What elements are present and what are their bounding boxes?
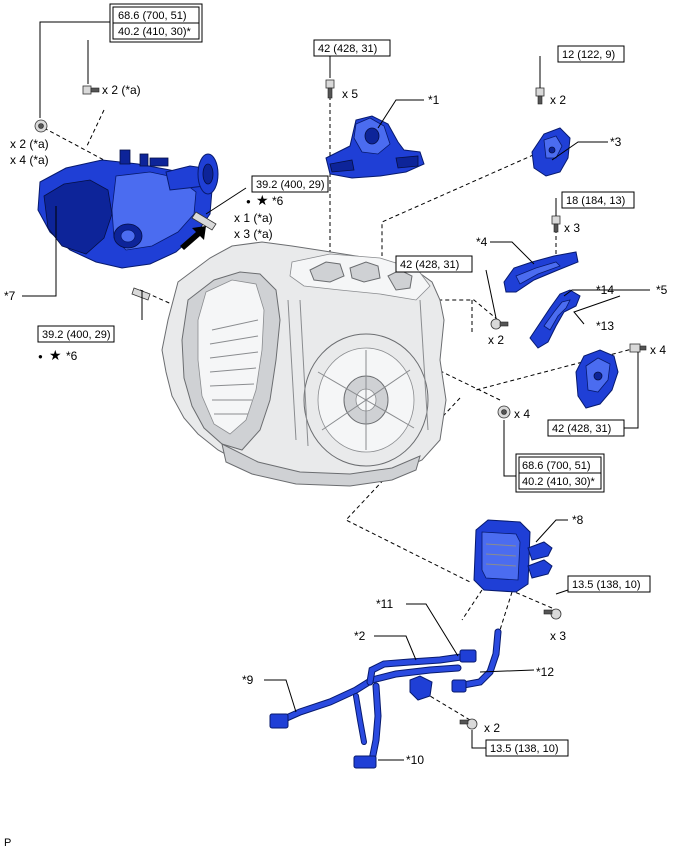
torque-box-13-5-right: 13.5 (138, 10)	[567, 575, 651, 593]
torque-value: 40.2 (410, 30)*	[522, 476, 595, 488]
qty-label: x 2 (*a)	[102, 83, 141, 97]
callout-label: *4	[476, 235, 488, 249]
callout-label: *11	[376, 597, 393, 611]
stud-bolt-icon	[180, 211, 217, 250]
qty-label: x 3	[564, 221, 580, 235]
callout-label: *7	[4, 289, 16, 303]
qty-label: x 1 (*a)	[234, 211, 273, 225]
star-icon: ★	[49, 347, 62, 363]
callout-labels: *1 *3 *4 *14 *5 *13 *7 *8 *11 *2 *12 *9 …	[4, 93, 668, 767]
torque-box-13-5-bottom: 13.5 (138, 10)	[485, 739, 569, 757]
bolt-icon	[535, 87, 545, 105]
torque-value: 12 (122, 9)	[562, 49, 615, 61]
callout-label: *3	[610, 135, 622, 149]
qty-label: x 5	[342, 87, 358, 101]
bolt-icon	[629, 343, 647, 353]
callout-label: *6	[66, 349, 78, 363]
qty-label: x 4 (*a)	[10, 153, 49, 167]
callout-label: *13	[596, 319, 614, 333]
callout-label: *6	[272, 194, 284, 208]
stud-bolt-icon	[131, 287, 151, 301]
torque-box-42-top: 42 (428, 31)	[313, 39, 391, 57]
star-icon: ★	[256, 192, 269, 208]
callout-label: *9	[242, 673, 254, 687]
qty-label: x 2	[550, 93, 566, 107]
callout-label: *8	[572, 513, 584, 527]
bolt-icon	[490, 318, 509, 330]
qty-label: x 4	[650, 343, 666, 357]
bracket-part-4	[503, 251, 579, 293]
qty-label: x 3	[550, 629, 566, 643]
torque-value: 68.6 (700, 51)	[522, 460, 591, 472]
adhesive-note-upper: ● ★ *6	[246, 192, 284, 208]
bolt-icon	[459, 718, 478, 730]
torque-box-39-2-upper: 39.2 (400, 29)	[251, 175, 329, 193]
torque-box-68-6-top: 68.6 (700, 51) 40.2 (410, 30)*	[109, 3, 203, 43]
torque-value: 13.5 (138, 10)	[490, 743, 559, 755]
illustration-code: P	[4, 837, 11, 849]
torque-value: 18 (184, 13)	[566, 195, 625, 207]
fasteners	[34, 79, 647, 730]
engine-mount-part-1	[325, 115, 425, 179]
torque-box-68-6-middle: 68.6 (700, 51) 40.2 (410, 30)*	[515, 453, 605, 493]
dot-icon: ●	[38, 352, 43, 361]
callout-label: *12	[536, 665, 554, 679]
bolt-icon	[543, 608, 562, 620]
bracket-part-14	[529, 289, 581, 349]
callout-label: *1	[428, 93, 440, 107]
qty-label: x 2	[484, 721, 500, 735]
torque-value: 40.2 (410, 30)*	[118, 26, 191, 38]
bolt-icon	[551, 215, 561, 233]
torque-value: 39.2 (400, 29)	[256, 179, 325, 191]
torque-box-42-right: 42 (428, 31)	[547, 419, 625, 437]
bracket-part-13	[575, 349, 619, 409]
torque-value: 42 (428, 31)	[552, 423, 611, 435]
dot-icon: ●	[246, 197, 251, 206]
torque-box-42-middle: 42 (428, 31)	[395, 255, 473, 273]
torque-box-18: 18 (184, 13)	[561, 191, 635, 209]
quantity-labels: x 2 (*a) x 2 (*a) x 4 (*a) x 5 x 2 x 1 (…	[10, 83, 666, 735]
bolt-icon	[325, 79, 335, 99]
nut-icon	[497, 405, 511, 419]
oil-hoses	[269, 628, 502, 769]
torque-value: 42 (428, 31)	[318, 43, 377, 55]
callout-label: *5	[656, 283, 668, 297]
bracket-part-3	[531, 127, 571, 177]
torque-value: 39.2 (400, 29)	[42, 329, 111, 341]
oil-cooler-part-8	[473, 519, 553, 593]
bolt-icon	[82, 85, 100, 95]
transfer-assembly	[37, 149, 219, 269]
callout-label: *14	[596, 283, 614, 297]
torque-box-39-2-lower: 39.2 (400, 29)	[37, 325, 115, 343]
qty-label: x 2	[488, 333, 504, 347]
callout-label: *2	[354, 629, 366, 643]
qty-label: x 3 (*a)	[234, 227, 273, 241]
nut-icon	[34, 119, 48, 133]
transaxle-case	[161, 241, 447, 487]
adhesive-note-lower: ● ★ *6	[38, 347, 78, 363]
torque-value: 42 (428, 31)	[400, 259, 459, 271]
qty-label: x 4	[514, 407, 530, 421]
callout-label: *10	[406, 753, 424, 767]
qty-label: x 2 (*a)	[10, 137, 49, 151]
torque-value: 68.6 (700, 51)	[118, 10, 187, 22]
torque-box-12: 12 (122, 9)	[557, 45, 625, 63]
torque-value: 13.5 (138, 10)	[572, 579, 641, 591]
